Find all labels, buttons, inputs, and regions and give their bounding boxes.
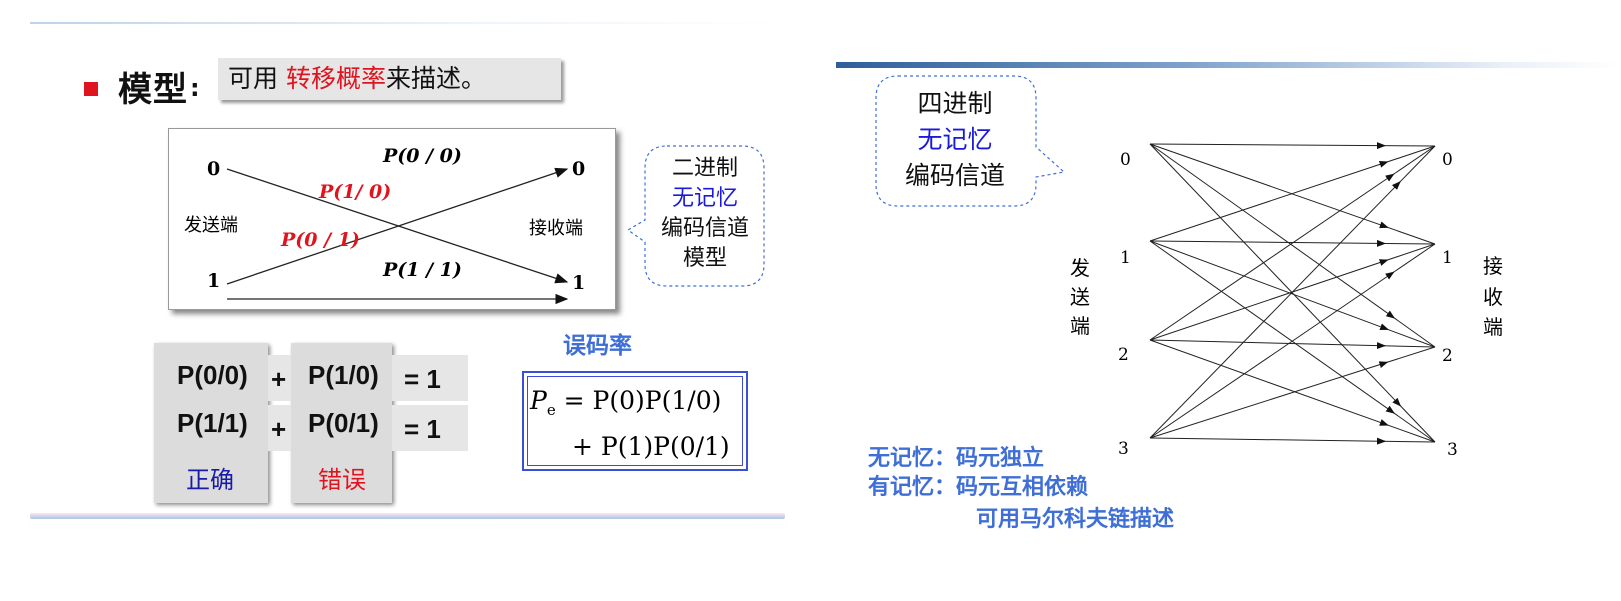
right-slide-top-rule <box>836 62 1621 68</box>
sender-label-char2: 送 <box>1070 285 1090 309</box>
equals-bg-row2 <box>392 405 468 451</box>
transition-line-1-to-0 <box>226 167 569 285</box>
transition-arrowhead-1-to-2 <box>1379 323 1390 331</box>
ber-title: 误码率 <box>563 333 632 359</box>
eq-row1-a: P(0/0) <box>177 360 248 390</box>
transition-arrowhead-2-to-0 <box>1385 173 1395 182</box>
transition-line-3-to-3 <box>1149 437 1436 443</box>
quaternary-callout-line1: 四进制 <box>917 89 993 118</box>
transition-line-3-to-0 <box>1149 145 1436 439</box>
receiver-label-char3: 端 <box>1483 315 1503 339</box>
output-2-label: 2 <box>1442 346 1453 366</box>
quaternary-callout-bubble <box>875 75 1066 207</box>
output-3-label: 3 <box>1447 440 1458 460</box>
transition-arrowhead-1-to-3 <box>1385 405 1395 414</box>
input-1-label: 1 <box>1120 248 1131 268</box>
correct-label: 正确 <box>186 466 234 494</box>
ber-formula-inner-border <box>527 376 743 466</box>
sender-label: 发送端 <box>184 215 238 236</box>
receiver-label-char1: 接 <box>1483 254 1503 278</box>
desc-highlight: 转移概率 <box>285 64 386 93</box>
ber-formula-line1: Pe = P(0)P(1/0) <box>529 386 721 419</box>
quaternary-callout-line3: 编码信道 <box>904 161 1005 190</box>
transition-line-0-to-0 <box>1149 143 1436 147</box>
note-with-memory: 有记忆：码元互相依赖 <box>868 475 1089 500</box>
transition-arrowhead-3-to-0 <box>1391 181 1401 190</box>
sender-label-char3: 端 <box>1070 314 1090 338</box>
transition-line-1-to-0 <box>1149 145 1436 242</box>
left-slide-top-rule <box>30 22 782 24</box>
transition-line-2-to-2 <box>1149 339 1436 348</box>
receiver-label: 接收端 <box>529 218 583 239</box>
output-0-label: 0 <box>1442 150 1453 170</box>
binary-callout-text: 二进制 无记忆 编码信道 模型 <box>650 154 760 274</box>
bullet-square-icon <box>84 82 98 96</box>
binary-callout-line4: 模型 <box>682 246 727 271</box>
quaternary-callout-line2: 无记忆 <box>917 125 993 154</box>
desc-suffix: 来描述。 <box>385 64 486 93</box>
input-0-label: 0 <box>207 158 220 180</box>
binary-channel-diagram: 0 1 0 1 发送端 接收端 P(0 / 0) P(1/ 0) P(0 / 1… <box>168 128 616 310</box>
error-label: 错误 <box>318 466 366 494</box>
transition-arrowhead-0-to-1 <box>1379 221 1389 229</box>
label-p11: P(1 / 1) <box>382 259 462 281</box>
equals-bg-row1 <box>392 355 468 401</box>
error-column-box <box>291 343 392 503</box>
output-1-label: 1 <box>572 272 585 294</box>
transition-arrowhead-3-to-2 <box>1378 361 1389 368</box>
binary-callout-line1: 二进制 <box>671 156 738 181</box>
note-markov: 可用马尔科夫链描述 <box>976 507 1175 532</box>
eq-row2-eq: = 1 <box>404 414 441 444</box>
correct-column-box <box>154 343 268 503</box>
eq-row1-plus: + <box>271 364 287 394</box>
description-box: 可用 转移概率来描述。 <box>218 58 561 100</box>
model-title-colon: : <box>190 74 200 102</box>
eq-row2-b: P(0/1) <box>308 408 379 438</box>
label-p00: P(0 / 0) <box>382 145 462 167</box>
label-p01: P(0 / 1) <box>280 229 360 251</box>
ber-formula: Pe = P(0)P(1/0) + P(1)P(0/1) <box>529 386 730 461</box>
binary-callout-line3: 编码信道 <box>660 216 749 241</box>
transition-arrowhead-3-to-1 <box>1385 271 1395 280</box>
receiver-label-char2: 收 <box>1483 285 1503 309</box>
eq-row1-b: P(1/0) <box>308 360 379 390</box>
input-2-label: 2 <box>1118 345 1129 365</box>
label-p10: P(1/ 0) <box>318 181 391 203</box>
output-0-label: 0 <box>572 158 585 180</box>
left-slide-bottom-rule <box>30 513 785 519</box>
input-0-label: 0 <box>1120 150 1131 170</box>
transition-line-2-to-3 <box>1149 339 1436 443</box>
transition-arrowhead-1-to-0 <box>1378 161 1389 168</box>
transition-line-0-to-1 <box>226 168 569 284</box>
ber-formula-line2: + P(1)P(0/1) <box>572 432 730 461</box>
eq-row2-a: P(1/1) <box>177 408 248 438</box>
plus-bg-row1 <box>268 355 291 401</box>
quaternary-channel-diagram: 0 1 2 3 0 1 2 3 发 送 端 接 收 端 <box>1070 142 1503 460</box>
binary-channel-svg: 0 1 0 1 发送端 接收端 P(0 / 0) P(1/ 0) P(0 / 1… <box>184 145 585 305</box>
transition-arrowhead-0-to-3 <box>1392 397 1402 407</box>
transition-lines <box>1149 142 1436 445</box>
eq-row2-plus: + <box>271 414 287 444</box>
transition-arrowhead-2-to-3 <box>1379 419 1389 426</box>
model-title: 模型 <box>118 70 188 110</box>
transition-line-3-to-2 <box>1149 346 1436 439</box>
ber-formula-box: Pe = P(0)P(1/0) + P(1)P(0/1) <box>522 371 748 471</box>
input-3-label: 3 <box>1118 439 1129 459</box>
quaternary-callout-text: 四进制 无记忆 编码信道 <box>880 86 1030 194</box>
transition-arrowhead-2-to-1 <box>1378 259 1389 266</box>
transition-arrowhead-0-to-2 <box>1385 310 1396 319</box>
input-1-label: 1 <box>207 270 220 292</box>
transition-line-1-to-2 <box>1149 240 1436 348</box>
note-memoryless: 无记忆：码元独立 <box>868 446 1045 471</box>
binary-callout-bubble <box>626 145 765 287</box>
plus-bg-row2 <box>268 405 291 451</box>
transition-line-0-to-3 <box>1149 143 1436 443</box>
binary-callout-line2: 无记忆 <box>671 186 738 211</box>
sender-label-char1: 发 <box>1070 256 1090 280</box>
eq-row1-eq: = 1 <box>404 364 441 394</box>
output-1-label: 1 <box>1442 248 1453 268</box>
desc-prefix: 可用 <box>228 64 279 93</box>
